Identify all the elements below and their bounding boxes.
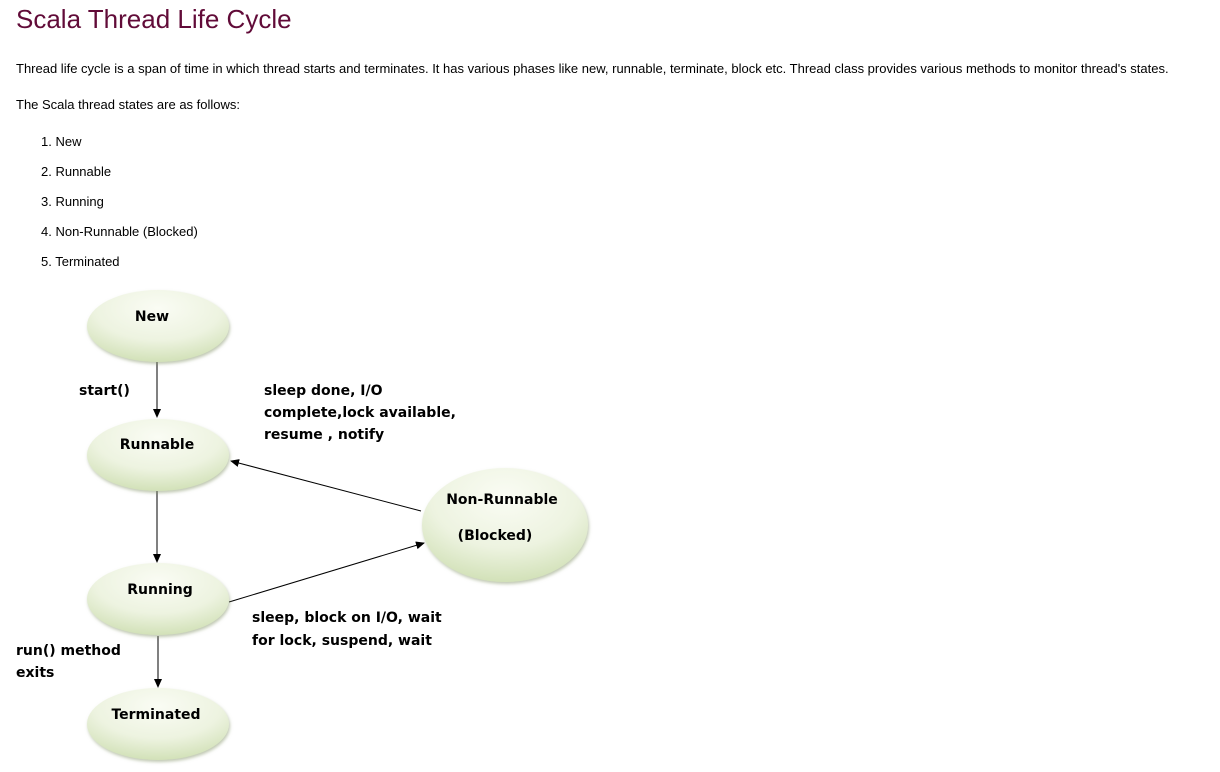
node-blocked-label-1: Non-Runnable xyxy=(446,492,558,508)
node-terminated: Terminated xyxy=(87,688,229,760)
node-running-label: Running xyxy=(127,582,192,598)
node-new-label: New xyxy=(135,309,169,325)
states-heading: The Scala thread states are as follows: xyxy=(16,97,241,112)
node-blocked: Non-Runnable (Blocked) xyxy=(422,468,588,582)
node-terminated-label: Terminated xyxy=(111,707,200,723)
list-item-runnable: 2. Runnable xyxy=(41,164,112,179)
edge-blocked-to-runnable xyxy=(230,459,422,512)
page-title: Scala Thread Life Cycle xyxy=(16,4,292,34)
list-item-terminated: 5. Terminated xyxy=(41,254,120,269)
node-runnable-label: Runnable xyxy=(120,437,194,453)
intro-paragraph: Thread life cycle is a span of time in w… xyxy=(16,61,1169,76)
edge-label-resume-1: sleep done, I/O xyxy=(264,383,383,399)
edge-label-resume-2: complete,lock available, xyxy=(264,405,456,421)
node-running: Running xyxy=(87,563,229,635)
edge-running-to-blocked xyxy=(228,541,425,603)
list-item-new: 1. New xyxy=(41,134,82,149)
list-item-blocked: 4. Non-Runnable (Blocked) xyxy=(41,224,198,239)
thread-lifecycle-diagram: New Runnable Running Non-Runnable (Block… xyxy=(16,290,588,760)
edge-label-exit-2: exits xyxy=(16,665,54,681)
states-list: 1. New 2. Runnable 3. Running 4. Non-Run… xyxy=(16,133,198,283)
list-item-running: 3. Running xyxy=(41,194,104,209)
edge-label-block-1: sleep, block on I/O, wait xyxy=(252,610,442,626)
edge-label-start: start() xyxy=(79,383,130,399)
node-new: New xyxy=(87,290,229,362)
node-runnable: Runnable xyxy=(87,419,229,491)
edge-label-exit-1: run() method xyxy=(16,643,121,659)
node-blocked-label-2: (Blocked) xyxy=(458,528,533,544)
edge-label-block-2: for lock, suspend, wait xyxy=(252,633,432,649)
edge-label-resume-3: resume , notify xyxy=(264,427,384,443)
